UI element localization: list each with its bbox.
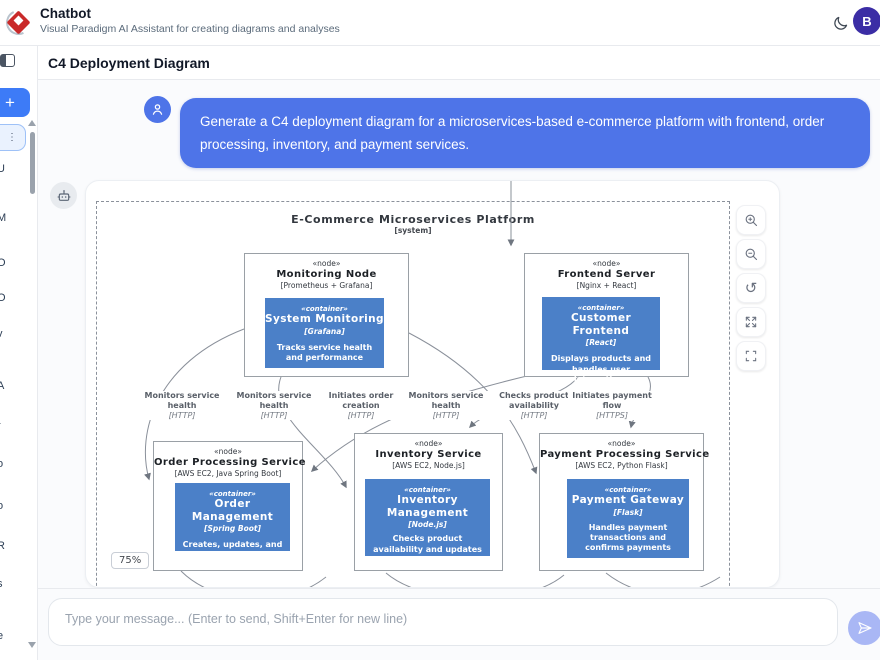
scroll-down-arrow-icon[interactable] xyxy=(28,642,36,648)
message-input[interactable] xyxy=(48,598,838,646)
sidebar-item-fragment[interactable]: O xyxy=(0,257,6,269)
reset-view-button[interactable]: ↺ xyxy=(736,273,766,303)
sidebar-item-fragment[interactable]: O xyxy=(0,292,6,304)
node-inventory-service[interactable]: «node» Inventory Service [AWS EC2, Node.… xyxy=(354,433,503,571)
person-icon xyxy=(152,104,163,115)
edge-label: Monitors service health [HTTP] xyxy=(138,391,226,420)
sidebar-item-fragment[interactable]: R xyxy=(0,540,5,552)
sidebar-item-fragment[interactable]: v xyxy=(0,328,3,340)
robot-icon xyxy=(57,189,70,201)
container-inventory-management[interactable]: «container» Inventory Management [Node.j… xyxy=(365,479,490,564)
edge-label: Monitors service health [HTTP] xyxy=(402,391,490,420)
sidebar-item-fragment[interactable]: s xyxy=(0,578,3,590)
sidebar: + ⋮ U M O O v A r o o R s e xyxy=(0,46,38,660)
diagram-controls: ↺ xyxy=(736,205,766,375)
expand-arrows-icon xyxy=(745,316,757,328)
sidebar-item-selected[interactable]: ⋮ xyxy=(0,124,26,151)
user-profile-avatar[interactable]: B xyxy=(853,7,880,35)
user-avatar xyxy=(144,96,171,123)
node-monitoring[interactable]: «node» Monitoring Node [Prometheus + Gra… xyxy=(244,253,409,377)
visual-paradigm-logo-icon xyxy=(2,6,35,39)
app-subtitle: Visual Paradigm AI Assistant for creatin… xyxy=(40,23,340,35)
system-boundary xyxy=(96,201,730,587)
page-title-bar: C4 Deployment Diagram xyxy=(38,46,880,80)
chat-area: Generate a C4 deployment diagram for a m… xyxy=(38,80,880,588)
sidebar-item-fragment[interactable]: M xyxy=(0,212,6,224)
zoom-in-icon xyxy=(745,214,757,226)
node-payment-processing[interactable]: «node» Payment Processing Service [AWS E… xyxy=(539,433,709,571)
composer-bar xyxy=(38,588,880,660)
node-order-processing[interactable]: «node» Order Processing Service [AWS EC2… xyxy=(153,441,305,571)
app-title: Chatbot xyxy=(40,6,91,21)
send-button[interactable] xyxy=(848,611,880,645)
container-payment-gateway[interactable]: «container» Payment Gateway [Flask] Hand… xyxy=(567,479,689,558)
reset-icon: ↺ xyxy=(744,279,758,297)
edge-label: Initiates order creation [HTTP] xyxy=(317,391,405,420)
node-frontend-server[interactable]: «node» Frontend Server [Nginx + React] «… xyxy=(524,253,689,384)
sidebar-item-fragment[interactable]: A xyxy=(0,380,4,392)
zoom-in-button[interactable] xyxy=(736,205,766,235)
container-order-management[interactable]: «container» Order Management [Spring Boo… xyxy=(175,483,290,560)
expand-button[interactable] xyxy=(736,307,766,337)
container-customer-frontend[interactable]: «container» Customer Frontend [React] Di… xyxy=(542,297,660,384)
app-header: Chatbot Visual Paradigm AI Assistant for… xyxy=(0,0,880,46)
sidebar-toggle-icon[interactable] xyxy=(0,54,15,67)
zoom-out-icon xyxy=(745,248,757,260)
sidebar-item-fragment[interactable]: e xyxy=(0,630,3,642)
zoom-level-badge: 75% xyxy=(111,552,150,569)
fullscreen-icon xyxy=(745,350,757,362)
dark-mode-toggle[interactable] xyxy=(828,11,852,35)
edge-label: Monitors service health [HTTP] xyxy=(230,391,318,420)
sidebar-scrollbar[interactable] xyxy=(30,132,35,194)
zoom-out-button[interactable] xyxy=(736,239,766,269)
page-title: C4 Deployment Diagram xyxy=(48,54,210,71)
paper-plane-icon xyxy=(858,622,872,634)
boundary-title: E-Commerce Microservices Platform [syste… xyxy=(291,213,535,235)
sidebar-item-fragment[interactable]: U xyxy=(0,163,5,175)
user-message-bubble: Generate a C4 deployment diagram for a m… xyxy=(180,98,870,168)
moon-icon xyxy=(833,16,847,30)
diagram-card: E-Commerce Microservices Platform [syste… xyxy=(85,180,780,588)
assistant-avatar xyxy=(50,182,77,209)
sidebar-item-fragment[interactable]: r xyxy=(0,420,1,432)
sidebar-item-fragment[interactable]: o xyxy=(0,500,3,512)
container-system-monitoring[interactable]: «container» System Monitoring [Grafana] … xyxy=(265,298,384,368)
edge-label: Checks product availability [HTTP] xyxy=(490,391,578,420)
scroll-up-arrow-icon[interactable] xyxy=(28,120,36,126)
edge-label: Initiates payment flow [HTTPS] xyxy=(568,391,656,420)
fullscreen-button[interactable] xyxy=(736,341,766,371)
sidebar-item-fragment[interactable]: o xyxy=(0,458,3,470)
new-chat-button[interactable]: + xyxy=(0,88,30,117)
